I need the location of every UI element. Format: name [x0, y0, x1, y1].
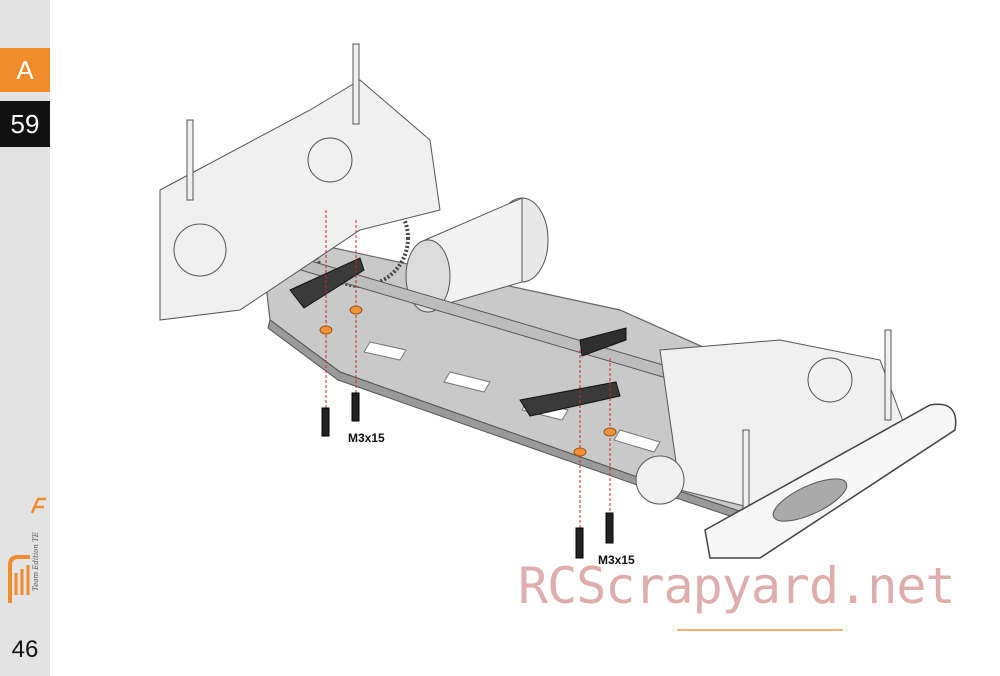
page-number: 46: [11, 636, 39, 663]
footer-rule: [677, 629, 843, 631]
section-tab: A: [0, 48, 50, 92]
screws: [321, 392, 614, 559]
watermark: RCScrapyard.net: [518, 557, 956, 615]
chassis-assembly-diagram: [159, 43, 957, 559]
step-number-tab: 59: [0, 101, 50, 147]
rear-suspension: [159, 43, 441, 321]
screw-label-rear: M3x15: [348, 431, 385, 445]
svg-text:Team Edition TE: Team Edition TE: [32, 532, 40, 591]
screw-label-front: M3x15: [598, 553, 635, 567]
motor: [405, 197, 549, 313]
washers: [319, 305, 617, 457]
bumper-foam-cutout: [772, 478, 848, 522]
brand-logo: Team Edition TE: [8, 497, 46, 603]
